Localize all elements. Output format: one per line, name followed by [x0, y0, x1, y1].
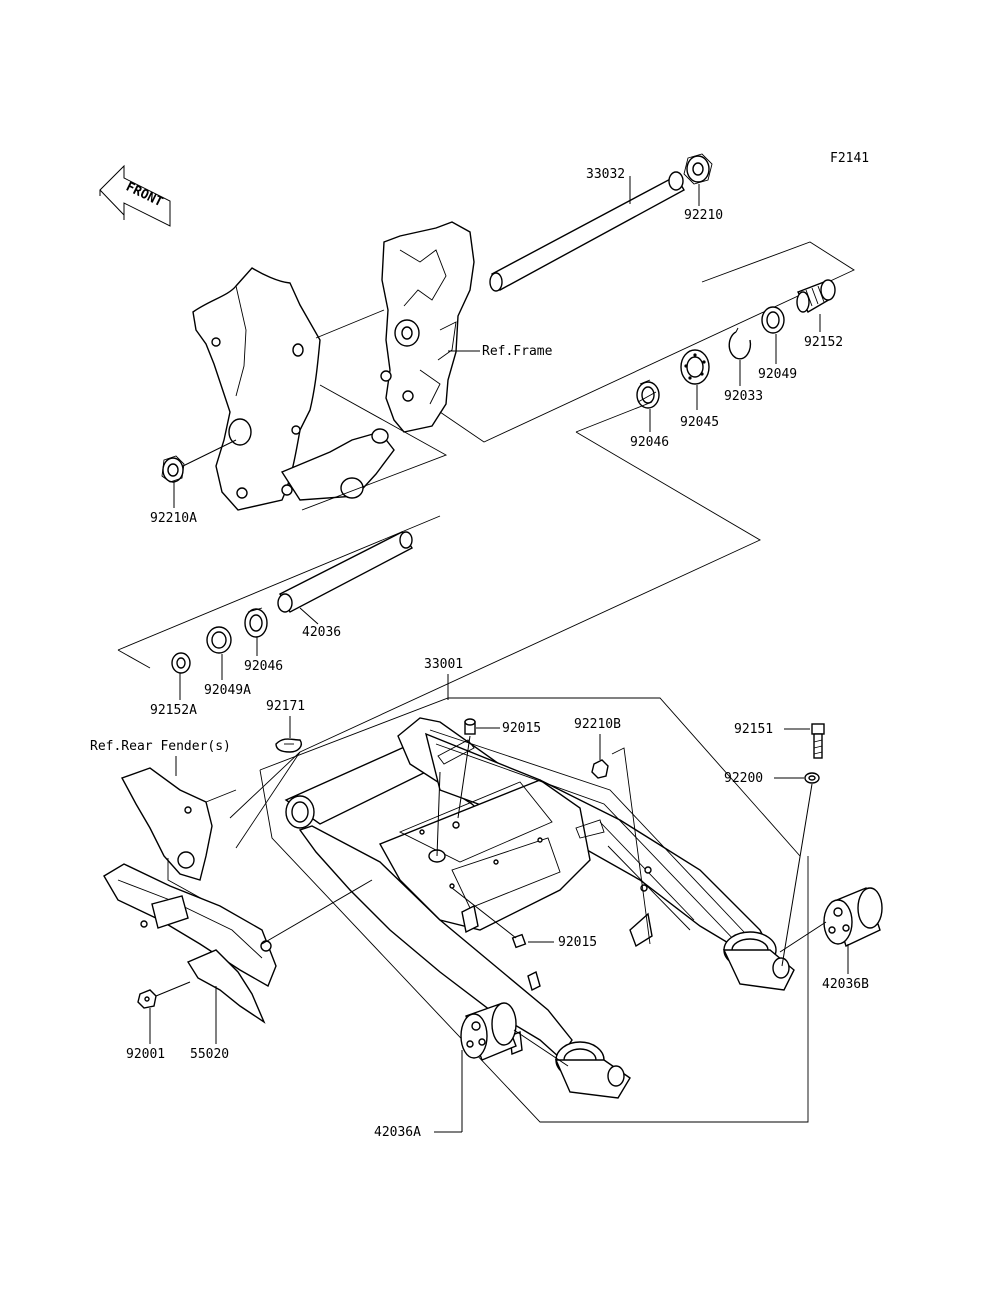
frame-assembly	[192, 221, 855, 511]
part-55020-label: 55020	[190, 1047, 229, 1062]
part-92210B-label: 92210B	[574, 717, 621, 732]
part-92152-label: 92152	[804, 335, 843, 350]
part-92210-label: 92210	[684, 208, 723, 223]
front-arrow-icon: FRONT	[99, 164, 171, 227]
rear-fender-ref-shape	[120, 767, 213, 881]
part-92151-label: 92151	[734, 722, 773, 737]
part-92001-label: 92001	[126, 1047, 165, 1062]
washer-92200	[804, 772, 820, 784]
pivot-shaft-33032	[489, 171, 685, 292]
part-92049-label: 92049	[758, 367, 797, 382]
figure-code: F2141	[830, 151, 869, 166]
circlip-92033	[728, 327, 752, 360]
ref-frame-label: Ref.Frame	[482, 344, 553, 359]
part-42036B-label: 42036B	[822, 977, 869, 992]
part-92015b-label: 92015	[558, 935, 597, 950]
nut-92210	[683, 153, 713, 185]
nut-92210A	[161, 455, 185, 483]
part-92152A-label: 92152A	[150, 703, 197, 718]
part-92045-label: 92045	[680, 415, 719, 430]
part-92046b-label: 92046	[244, 659, 283, 674]
ref-rear-fender-label: Ref.Rear Fender(s)	[90, 739, 231, 754]
collar-92152	[796, 279, 836, 313]
chain-cover-55020	[103, 863, 277, 1024]
part-92046-label: 92046	[630, 435, 669, 450]
grease-nipple-92015-upper	[464, 718, 476, 735]
clip-92171	[275, 738, 302, 753]
adjuster-42036A	[460, 1002, 517, 1061]
part-92171-label: 92171	[266, 699, 305, 714]
part-42036A-label: 42036A	[374, 1125, 421, 1140]
collar-92152A	[171, 652, 191, 674]
part-92049A-label: 92049A	[204, 683, 251, 698]
part-92033-label: 92033	[724, 389, 763, 404]
nut-92210B	[591, 759, 609, 779]
adjuster-42036B	[823, 887, 883, 947]
swingarm-33001	[284, 717, 795, 1099]
collar-tube-42036	[277, 531, 413, 613]
part-33032-label: 33032	[586, 167, 625, 182]
needle-bearing-92046	[636, 379, 660, 409]
bearing-92045	[680, 349, 710, 385]
part-33001-label: 33001	[424, 657, 463, 672]
part-92200-label: 92200	[724, 771, 763, 786]
seal-92049A	[206, 626, 232, 654]
needle-bearing-92046-left	[244, 607, 268, 638]
part-92015a-label: 92015	[502, 721, 541, 736]
part-92210A-label: 92210A	[150, 511, 197, 526]
part-42036-label: 42036	[302, 625, 341, 640]
seal-92049	[761, 306, 785, 334]
bolt-92151	[811, 723, 825, 759]
bolt-92001	[137, 989, 157, 1009]
